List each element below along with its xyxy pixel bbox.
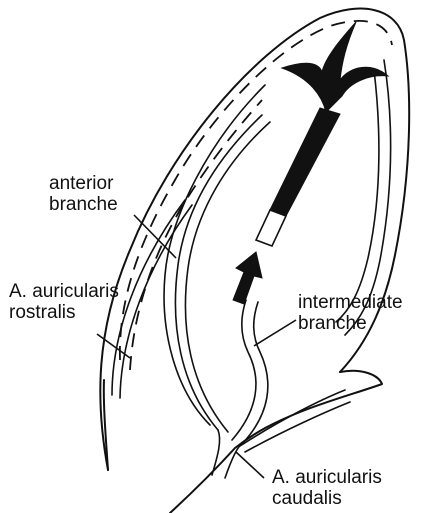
- label-rostralis-line2: rostralis: [9, 302, 119, 323]
- caudalis-branch-right-2: [245, 402, 350, 452]
- label-intermediate-line1: intermediate: [298, 292, 403, 313]
- label-intermediate-line2: branche: [298, 313, 403, 334]
- leader-intermediate-branche: [254, 320, 296, 346]
- label-a-auricularis-rostralis: A. auricularis rostralis: [9, 281, 119, 323]
- label-rostralis-line1: A. auricularis: [9, 281, 119, 302]
- label-anterior-branche-line1: anterior: [49, 173, 118, 194]
- label-anterior-branche: anterior branche: [49, 173, 118, 215]
- label-intermediate-branche: intermediate branche: [298, 292, 403, 334]
- caudalis-branch-right: [240, 390, 345, 446]
- label-caudalis-line2: caudalis: [272, 488, 382, 509]
- ear-inner-fold-right-2: [336, 70, 379, 322]
- label-anterior-branche-line2: branche: [49, 194, 118, 215]
- leader-caudalis: [236, 452, 264, 478]
- intermediate-vessel-outer: [232, 300, 256, 440]
- catheter-y-tip: [282, 22, 388, 112]
- flow-arrow-icon: [233, 252, 262, 304]
- label-caudalis-line1: A. auricularis: [272, 467, 382, 488]
- catheter-shaft: [270, 108, 340, 216]
- label-a-auricularis-caudalis: A. auricularis caudalis: [272, 467, 382, 509]
- catheter-white-end: [256, 210, 286, 246]
